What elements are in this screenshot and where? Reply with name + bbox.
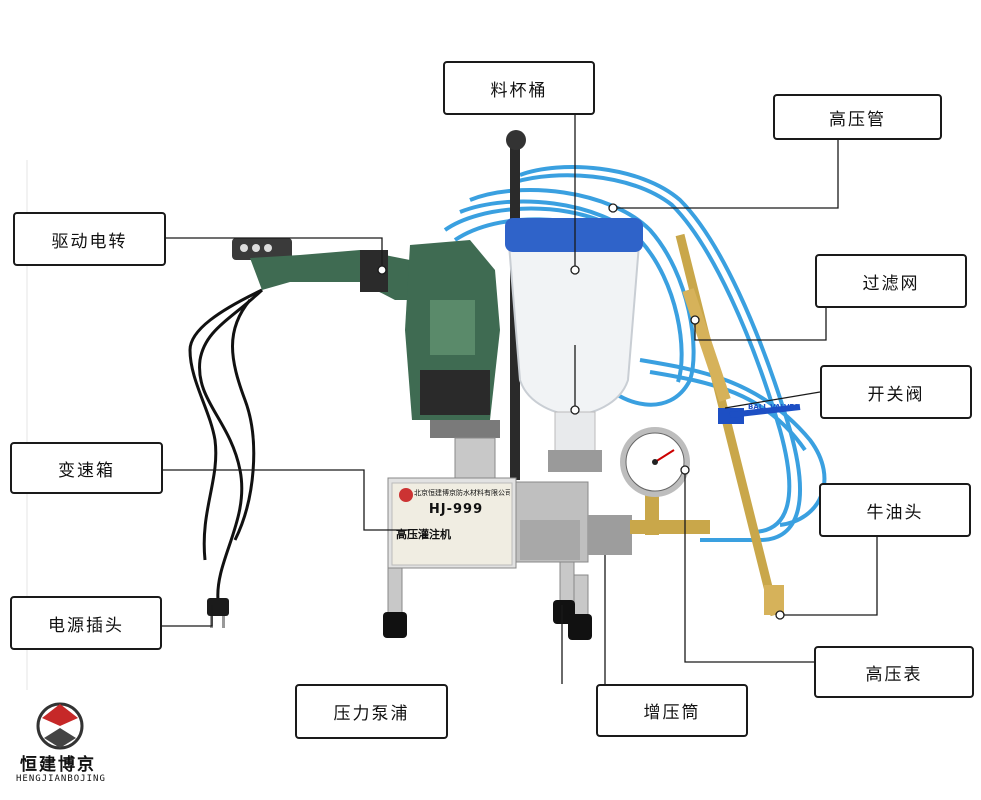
label-switch-valve: 开关阀 — [820, 365, 972, 419]
power-plug-icon — [207, 598, 229, 628]
label-gearbox: 变速箱 — [10, 442, 163, 494]
logo-name-en: HENGJIANBOJING — [16, 774, 106, 784]
label-power-plug: 电源插头 — [10, 596, 162, 650]
company-logo — [36, 702, 84, 750]
grease-lance — [675, 233, 801, 617]
label-filter: 过滤网 — [815, 254, 967, 308]
label-grease-head: 牛油头 — [819, 483, 971, 537]
drill-motor — [232, 238, 500, 420]
label-drive-motor: 驱动电转 — [13, 212, 166, 266]
leader-dots — [377, 203, 785, 620]
label-material-cup: 料杯桶 — [443, 61, 595, 115]
label-pressure-gauge: 高压表 — [814, 646, 974, 698]
power-cord — [188, 288, 264, 601]
rubber-feet — [383, 600, 592, 640]
plate-model: HJ-999 — [428, 502, 484, 517]
plate-product-name: 高压灌注机 — [396, 528, 451, 541]
label-pressure-pump: 压力泵浦 — [295, 684, 448, 739]
label-booster-cylinder: 增压筒 — [596, 684, 748, 737]
valve-tag: BALL VALVES — [748, 403, 800, 411]
material-cup — [505, 218, 643, 472]
gearbox-column — [430, 420, 500, 484]
label-high-pressure-hose: 高压管 — [773, 94, 942, 140]
leader-lines — [162, 115, 878, 684]
logo-name-cn: 恒建博京 — [20, 755, 96, 775]
plate-company: 北京恒建博京防水材料有限公司 — [414, 489, 510, 497]
pump-body — [387, 477, 710, 569]
pressure-gauge — [620, 427, 690, 497]
